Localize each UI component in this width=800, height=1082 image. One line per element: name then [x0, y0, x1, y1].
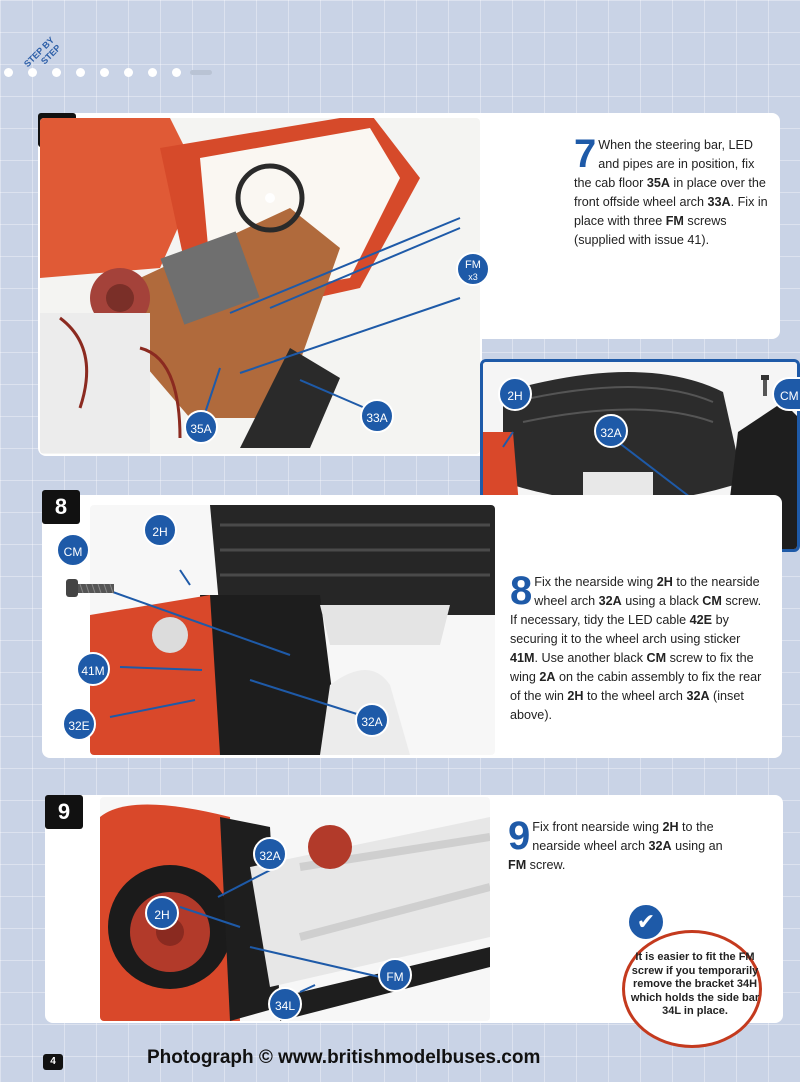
tip-text: It is easier to fit the FM screw if you … — [630, 951, 760, 1017]
s8-b: to the nearside wheel arch — [534, 575, 760, 608]
step-7-text-1: in place over the front offside wheel ar… — [574, 176, 766, 209]
label-fm-text: FM — [465, 259, 481, 271]
label-fm-step9: FM — [378, 958, 412, 992]
s9-a: Fix front nearside wing — [532, 820, 663, 834]
s8-d: screw. If necessary, tidy the LED cable — [510, 594, 762, 627]
s9-b: to the nearside wheel arch — [532, 820, 714, 853]
s8-b7: 2A — [539, 670, 556, 684]
s9-b1: 2H — [662, 820, 679, 834]
step-7-text-3: screws (supplied with issue 41). — [574, 214, 727, 247]
s8-h: on the cabin assembly to fix the rear of… — [510, 670, 762, 703]
dot-decoration — [0, 66, 215, 78]
inset-screw-icon — [760, 375, 770, 397]
s8-b3: CM — [702, 594, 722, 608]
cm-screw-icon — [66, 575, 116, 601]
s8-a: Fix the nearside wing — [534, 575, 657, 589]
label-32a: 32A — [355, 703, 389, 737]
label-34l: 34L — [268, 987, 302, 1021]
s8-b1: 2H — [656, 575, 673, 589]
s8-j: (inset above). — [510, 689, 744, 722]
checkmark-icon: ✔ — [627, 903, 665, 941]
s9-b3: FM — [508, 858, 527, 872]
inset-label-32a: 32A — [594, 414, 628, 448]
step-8-dropcap: 8 — [510, 569, 533, 613]
s8-b5: 41M — [510, 651, 535, 665]
s8-e: by securing it to the wheel arch using s… — [510, 613, 741, 646]
label-cm: CM — [56, 533, 90, 567]
page-number: 4 — [43, 1054, 63, 1070]
label-fm-x3: FM x3 — [456, 252, 490, 286]
tip-bubble: It is easier to fit the FM screw if you … — [622, 930, 762, 1048]
s8-i: to the wheel arch — [583, 689, 687, 703]
step-7-text-2: . Fix in place with three — [574, 195, 768, 228]
s8-b2: 32A — [598, 594, 622, 608]
inset-label-cm: CM — [772, 377, 800, 411]
s9-c: using an — [671, 839, 723, 853]
s8-g: screw to fix the wing — [510, 651, 754, 684]
s8-f: . Use another black — [534, 651, 647, 665]
s8-b4: 42E — [689, 613, 713, 627]
step-9-number: 9 — [45, 795, 83, 829]
label-2h: 2H — [143, 513, 177, 547]
step-7-part-35a: 35A — [646, 176, 670, 190]
step-7-part-33a: 33A — [707, 195, 731, 209]
step-7-photo — [40, 118, 480, 454]
s8-b6: CM — [646, 651, 667, 665]
step-9-photo — [100, 797, 490, 1021]
photo-credit: Photograph © www.britishmodelbuses.com — [147, 1047, 541, 1068]
s9-b2: 32A — [648, 839, 672, 853]
step-7-dropcap: 7 — [574, 132, 597, 176]
label-32e: 32E — [62, 707, 96, 741]
step-7-text-lead: When the steering bar, LED and pipes are… — [574, 138, 755, 190]
label-fm-qty: x3 — [468, 272, 478, 282]
label-32a-step9: 32A — [253, 837, 287, 871]
step-7-part-fm: FM — [665, 214, 684, 228]
label-33a: 33A — [360, 399, 394, 433]
s8-b9: 32A — [686, 689, 710, 703]
s9-d: screw. — [526, 858, 566, 872]
step-9-dropcap: 9 — [508, 814, 531, 858]
s8-b8: 2H — [567, 689, 584, 703]
label-41m: 41M — [76, 652, 110, 686]
label-35a: 35A — [184, 410, 218, 444]
step-8-number: 8 — [42, 490, 80, 524]
step-by-step-tag: STEP BY STEP — [22, 20, 93, 91]
label-2h-step9: 2H — [145, 896, 179, 930]
s8-c: using a black — [621, 594, 703, 608]
inset-label-2h: 2H — [498, 377, 532, 411]
